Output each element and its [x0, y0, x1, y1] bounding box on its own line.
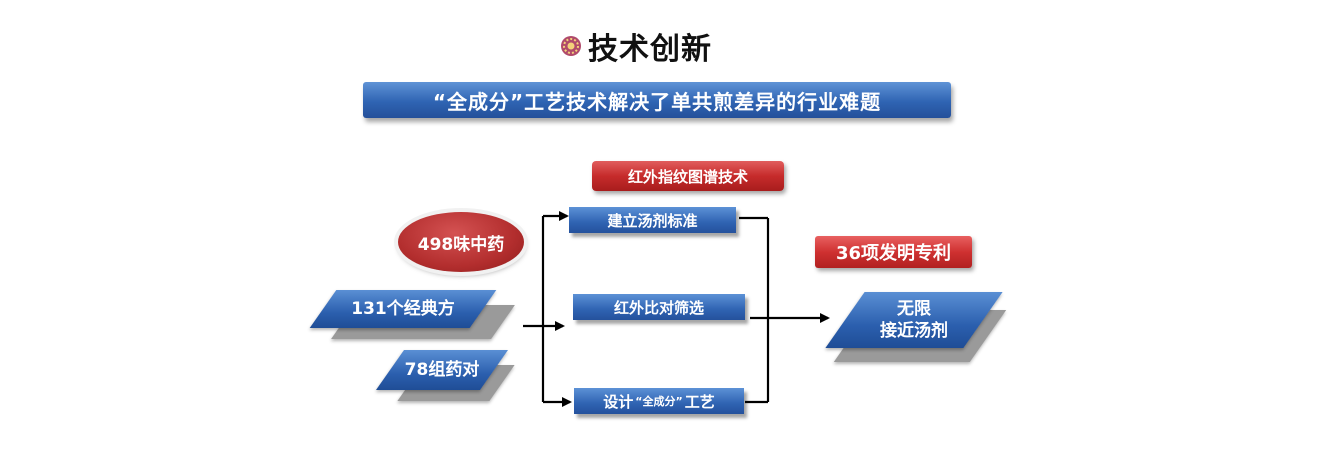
rosette-icon — [561, 36, 581, 56]
formulas-label: 131个经典方 — [351, 299, 455, 319]
formulas-box: 131个经典方 — [309, 290, 497, 328]
infrared-fingerprint-label: 红外指纹图谱技术 — [592, 161, 784, 191]
patents-label: 36项发明专利 — [815, 236, 972, 268]
result-line1: 无限 — [897, 299, 931, 319]
title-text: 技术创新 — [588, 32, 712, 67]
herbs-circle: 498味中药 — [398, 212, 524, 272]
subtitle-banner: “全成分”工艺技术解决了单共煎差异的行业难题 — [363, 82, 951, 118]
process-standard: 建立汤剂标准 — [569, 207, 736, 233]
design-prefix: 设计 — [603, 392, 634, 411]
pairs-box: 78组药对 — [375, 350, 509, 390]
process-design: 设计 “全成分” 工艺 — [574, 388, 744, 414]
result-box: 无限 接近汤剂 — [825, 292, 1003, 348]
design-suffix: 工艺 — [684, 392, 715, 411]
design-quote: “全成分” — [635, 395, 683, 408]
result-line2: 接近汤剂 — [880, 321, 948, 341]
process-screening: 红外比对筛选 — [573, 294, 745, 320]
page-title: 技术创新 — [560, 26, 712, 67]
pairs-label: 78组药对 — [404, 360, 480, 380]
